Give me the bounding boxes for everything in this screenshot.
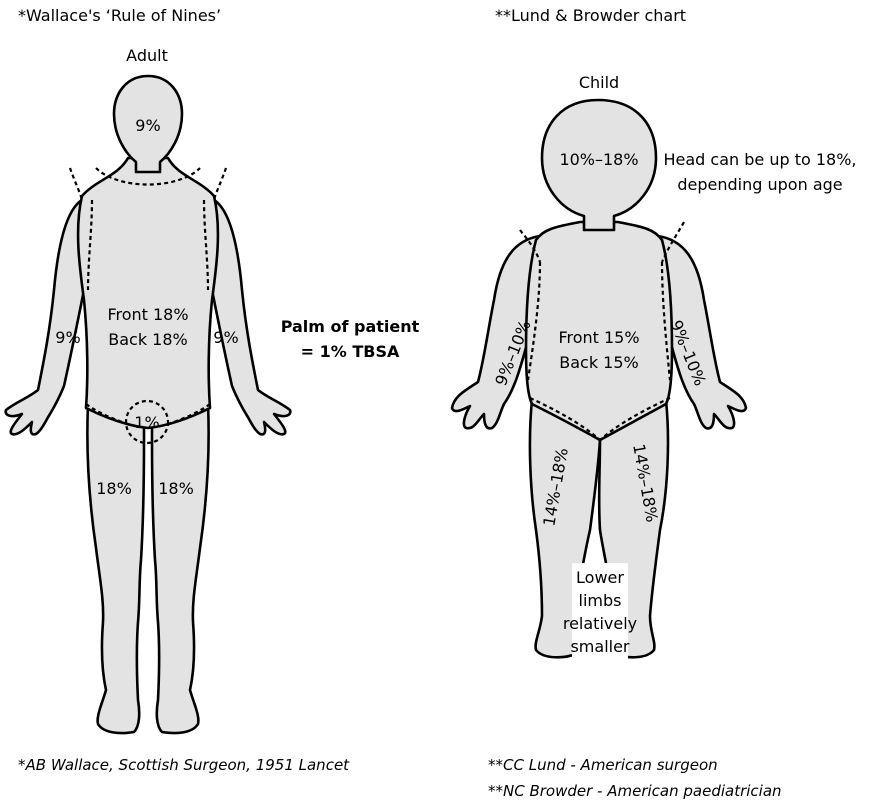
adult-title: Adult [126, 46, 168, 65]
adult-groin-label: 1% [134, 413, 159, 432]
palm-note-line2: = 1% TBSA [301, 342, 400, 361]
child-head-note-line1: Head can be up to 18%, [663, 150, 856, 169]
browder-footnote: **NC Browder - American paediatrician [488, 782, 782, 800]
child-trunk-front-label: Front 15% [558, 328, 639, 347]
adult-trunk-front-label: Front 18% [107, 305, 188, 324]
child-head-note-line2: depending upon age [677, 175, 842, 194]
legs-note-line2: limbs [579, 591, 622, 610]
adult-left-arm-label: 9% [55, 328, 80, 347]
adult-right-leg-label: 18% [158, 479, 194, 498]
child-legs-note: Lower limbs relatively smaller [563, 563, 637, 661]
legs-note-line4: smaller [570, 637, 629, 656]
adult-right-arm [212, 200, 290, 434]
lund-browder-header: **Lund & Browder chart [495, 6, 686, 25]
child-head-label: 10%–18% [559, 150, 638, 169]
adult-left-leg [87, 404, 144, 733]
legs-note-line1: Lower [576, 568, 624, 587]
child-trunk-back-label: Back 15% [559, 353, 639, 372]
adult-left-leg-label: 18% [96, 479, 132, 498]
palm-note-line1: Palm of patient [281, 317, 420, 336]
adult-figure [6, 76, 291, 733]
adult-left-arm [6, 200, 84, 434]
lund-footnote: **CC Lund - American surgeon [488, 756, 718, 774]
adult-torso [78, 158, 218, 428]
child-title: Child [579, 73, 619, 92]
adult-trunk-back-label: Back 18% [108, 330, 188, 349]
adult-head-label: 9% [135, 116, 160, 135]
adult-right-arm-label: 9% [213, 328, 238, 347]
adult-right-leg [152, 404, 209, 733]
rule-of-nines-header: *Wallace's ‘Rule of Nines’ [18, 6, 221, 25]
legs-note-line3: relatively [563, 614, 637, 633]
wallace-footnote: *AB Wallace, Scottish Surgeon, 1951 Lanc… [18, 756, 350, 774]
